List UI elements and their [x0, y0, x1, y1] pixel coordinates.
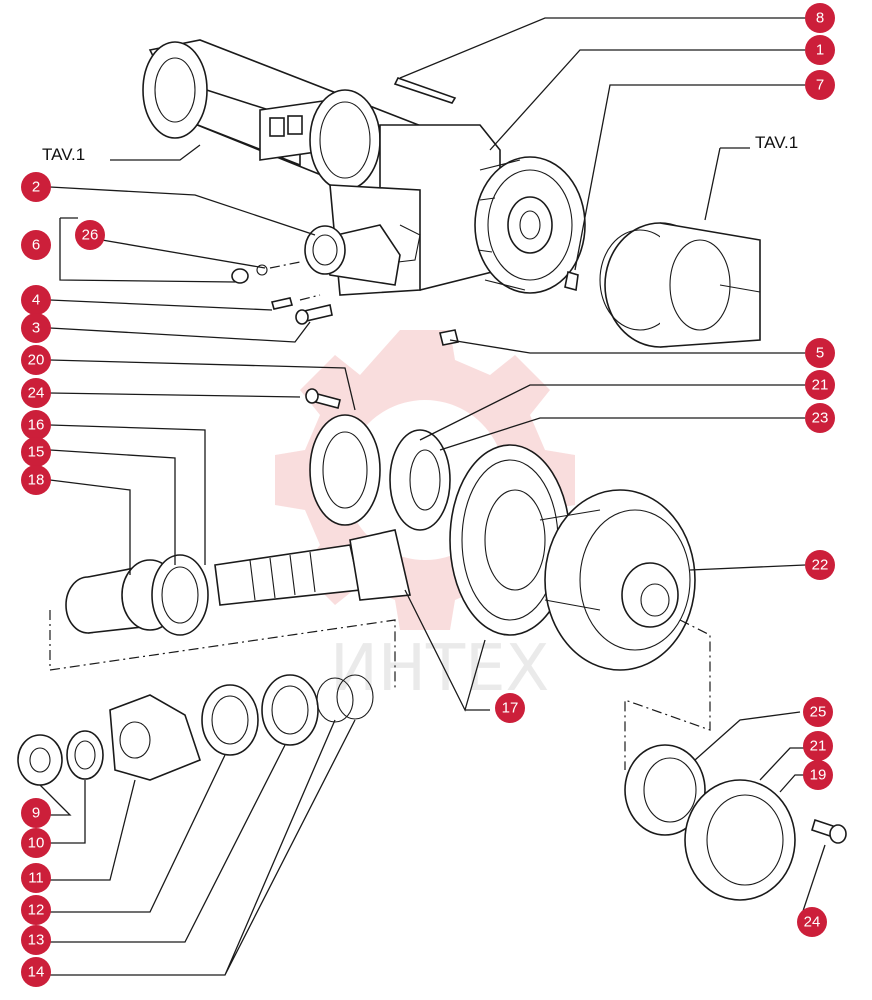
svg-text:3: 3: [32, 320, 40, 337]
svg-text:25: 25: [810, 704, 827, 721]
callout-11: 11: [21, 863, 51, 893]
callout-13: 13: [21, 925, 51, 955]
pin-7: [564, 270, 579, 292]
small-parts-top: [231, 77, 579, 409]
callout-24-bottom: 24: [797, 907, 827, 937]
svg-text:16: 16: [28, 417, 45, 434]
svg-text:21: 21: [812, 377, 829, 394]
callout-22: 22: [805, 550, 835, 580]
callout-14: 14: [21, 957, 51, 987]
tav-label-right: TAV.1: [755, 133, 798, 152]
svg-text:21: 21: [810, 738, 827, 755]
callout-25: 25: [803, 697, 833, 727]
callout-4: 4: [21, 285, 51, 315]
callout-20: 20: [21, 345, 51, 375]
dowel-4: [270, 297, 294, 310]
svg-text:17: 17: [502, 700, 519, 717]
svg-text:6: 6: [32, 237, 40, 254]
callout-12: 12: [21, 895, 51, 925]
callout-6: 6: [21, 230, 51, 260]
stud-8: [393, 77, 457, 104]
svg-text:15: 15: [28, 444, 45, 461]
svg-text:24: 24: [28, 385, 45, 402]
callout-16: 16: [21, 410, 51, 440]
callout-24-top: 24: [21, 378, 51, 408]
callout-2: 2: [21, 172, 51, 202]
svg-text:2: 2: [32, 179, 40, 196]
lower-left-parts: [17, 674, 374, 786]
callout-10: 10: [21, 828, 51, 858]
differential: [309, 414, 696, 671]
svg-text:4: 4: [32, 292, 40, 309]
leader-lines: [38, 17, 826, 976]
callout-21-bottom: 21: [803, 731, 833, 761]
svg-text:23: 23: [812, 410, 829, 427]
lower-right-parts: [624, 744, 847, 901]
axle-housing: [142, 39, 586, 296]
svg-text:1: 1: [816, 42, 824, 59]
svg-text:7: 7: [816, 77, 824, 94]
svg-text:18: 18: [28, 472, 45, 489]
svg-text:12: 12: [28, 902, 45, 919]
callout-21-top: 21: [805, 370, 835, 400]
callout-17: 17: [495, 693, 525, 723]
side-drum: [599, 222, 761, 348]
svg-text:20: 20: [28, 352, 45, 369]
callout-1: 1: [805, 35, 835, 65]
callout-26: 26: [75, 220, 105, 250]
svg-text:19: 19: [810, 767, 827, 784]
callout-7: 7: [805, 70, 835, 100]
callout-23: 23: [805, 403, 835, 433]
pinion-shaft: [65, 529, 411, 636]
nut-5: [439, 329, 459, 346]
callout-18: 18: [21, 465, 51, 495]
callout-3: 3: [21, 313, 51, 343]
callout-8: 8: [805, 3, 835, 33]
callout-15: 15: [21, 437, 51, 467]
svg-text:26: 26: [82, 227, 99, 244]
pinion-collar: [304, 224, 421, 286]
svg-text:11: 11: [28, 870, 44, 887]
callout-5: 5: [805, 338, 835, 368]
svg-text:24: 24: [804, 914, 821, 931]
svg-text:14: 14: [28, 964, 45, 981]
svg-text:9: 9: [32, 805, 40, 822]
assembly-lines: [49, 261, 711, 770]
tav-label-left: TAV.1: [42, 145, 85, 164]
svg-text:13: 13: [28, 932, 45, 949]
svg-text:22: 22: [812, 557, 829, 574]
svg-text:10: 10: [28, 835, 45, 852]
bolt-26: [231, 268, 249, 284]
svg-text:8: 8: [816, 10, 824, 27]
callout-19: 19: [803, 760, 833, 790]
svg-text:5: 5: [816, 345, 824, 362]
callout-9: 9: [21, 798, 51, 828]
